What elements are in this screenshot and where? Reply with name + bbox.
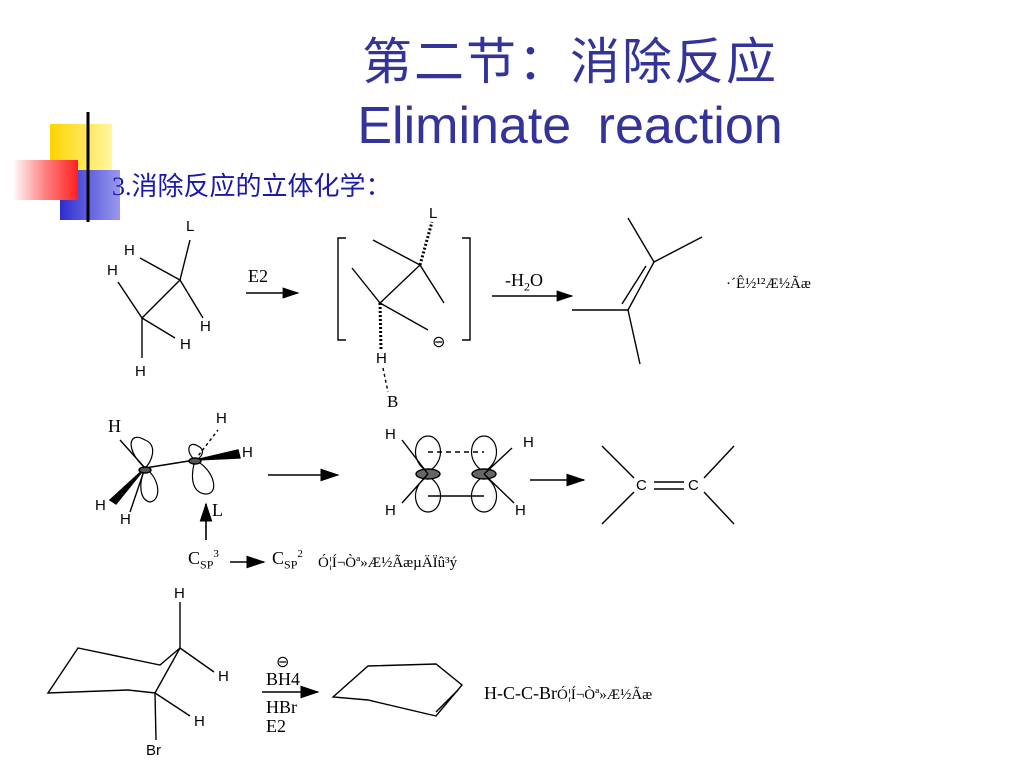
alkene-atom-label: C xyxy=(688,477,699,494)
hybridization-to: CSP2 xyxy=(272,548,303,572)
ts-atom-label: L xyxy=(429,205,438,222)
section-text: 消除反应的立体化学： xyxy=(131,172,392,202)
atom-label: H xyxy=(124,242,135,259)
row2-note: Ó¦Í¬Òª»Æ½ÃæµÄÏû³ý xyxy=(318,555,458,571)
row3-note: H-C-C-BrÓ¦Í¬Òª»Æ½Ãæ xyxy=(484,683,653,703)
title-chinese: 第二节：消除反应 xyxy=(362,33,778,91)
atom-label: H xyxy=(200,318,211,335)
reagent-e2: E2 xyxy=(266,716,286,736)
atom-label: H xyxy=(174,585,185,602)
ts-atom-label: H xyxy=(376,350,387,367)
reagent-hbr: HBr xyxy=(266,697,297,717)
atom-label: H xyxy=(107,262,118,279)
ts-atom-label: B xyxy=(387,392,399,411)
hybridization-from: CSP3 xyxy=(188,548,219,572)
alkene-atom-label: C xyxy=(636,477,647,494)
ts-bracket-left xyxy=(337,237,346,341)
atom-label: H xyxy=(242,444,253,461)
atom-label: H xyxy=(180,336,191,353)
ts-molecule xyxy=(351,221,445,393)
row3-cyclohexene xyxy=(331,663,463,717)
atom-label: Br xyxy=(146,742,161,759)
row3-chair xyxy=(46,602,215,741)
arrow-label-e2: E2 xyxy=(248,266,268,286)
row2-p-orbitals xyxy=(401,435,515,513)
atom-label: H xyxy=(216,410,227,427)
section-number: 3. xyxy=(112,172,132,201)
red-square xyxy=(12,160,78,200)
atom-label: H xyxy=(218,668,229,685)
atom-label: L xyxy=(186,218,195,235)
ts-charge: ⊖ xyxy=(432,334,446,351)
atom-label: H xyxy=(95,497,106,514)
atom-label: H xyxy=(120,511,131,528)
section-heading: 3.消除反应的立体化学： xyxy=(112,166,392,203)
arrow-label-dehydration: -H2O xyxy=(505,270,543,294)
orbital-atom-label: H xyxy=(523,434,534,451)
row1-note: ·´Ê½¹²Æ½Ãæ xyxy=(726,276,811,292)
orbital-atom-label: H xyxy=(385,426,396,443)
atom-label: H xyxy=(194,713,205,730)
row2-alkene xyxy=(601,445,735,525)
orbital-atom-label: H xyxy=(515,502,526,519)
atom-label: L xyxy=(212,500,223,520)
row2-orbital-molecule xyxy=(108,429,241,513)
reagent-bh4: BH4 xyxy=(266,669,301,689)
row1-staggered-molecule xyxy=(117,239,204,358)
ts-bracket-right xyxy=(462,237,471,341)
orbital-atom-label: H xyxy=(385,502,396,519)
reagent-charge: ⊖ xyxy=(276,654,290,671)
row1-alkene-product xyxy=(572,217,703,365)
atom-label: H xyxy=(135,363,146,380)
atom-label: H xyxy=(108,416,121,436)
title-english: Eliminate reaction xyxy=(357,97,783,155)
